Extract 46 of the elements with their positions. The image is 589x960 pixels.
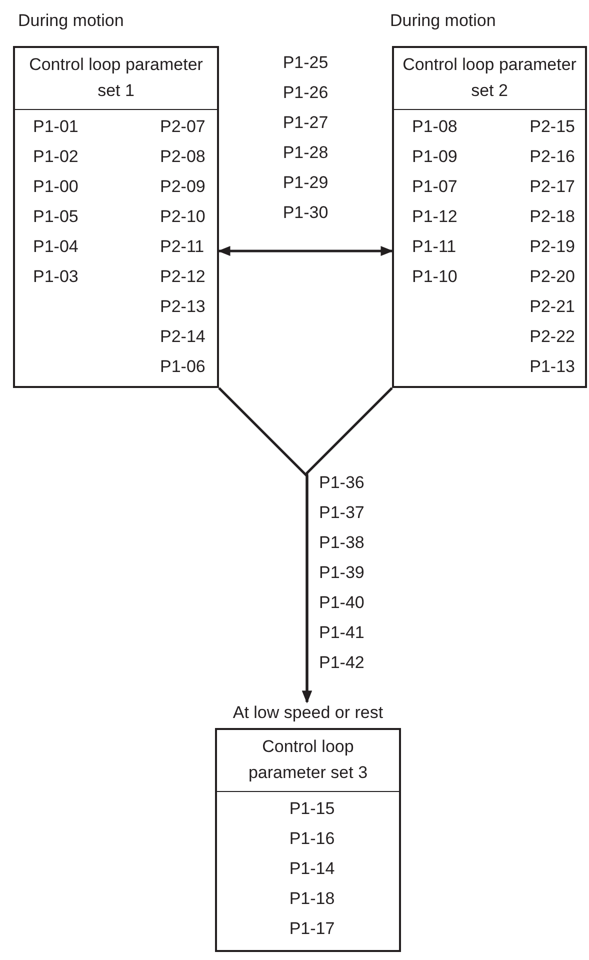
parameter-code: P1-17 (288, 918, 336, 940)
parameter-code: P2-09 (159, 176, 206, 198)
parameter-code: P1-00 (33, 176, 80, 198)
connector-arrow (302, 387, 393, 704)
parameter-code: P2-20 (528, 266, 575, 288)
node-caption: During motion (390, 10, 496, 32)
parameter-code: P2-17 (528, 176, 575, 198)
parameter-set-box (392, 46, 587, 388)
parameter-code: P1-18 (288, 888, 336, 910)
parameter-code: P2-22 (528, 326, 575, 348)
parameter-code: P1-03 (33, 266, 80, 288)
connector-arrow (218, 246, 394, 256)
parameter-code: P1-14 (288, 858, 336, 880)
parameter-code: P2-08 (159, 146, 206, 168)
parameter-code: P2-13 (159, 296, 206, 318)
parameter-code: P1-01 (33, 116, 80, 138)
parameter-code: P2-21 (528, 296, 575, 318)
parameter-code: P1-16 (288, 828, 336, 850)
parameter-code: P1-04 (33, 236, 80, 258)
node-caption: During motion (18, 10, 124, 32)
parameter-code: P2-12 (159, 266, 206, 288)
parameter-set-box (13, 46, 219, 388)
parameter-code: P1-07 (412, 176, 458, 198)
parameter-code: P2-16 (528, 146, 575, 168)
parameter-code: P1-10 (412, 266, 458, 288)
parameter-code: P2-07 (159, 116, 206, 138)
box-heading: Control loop parameter set 2 (394, 48, 585, 110)
parameter-code: P1-08 (412, 116, 458, 138)
parameter-code: P1-12 (412, 206, 458, 228)
parameter-code: P2-14 (159, 326, 206, 348)
parameter-code: P2-11 (159, 236, 206, 258)
parameter-code: P1-06 (159, 356, 206, 378)
node-caption: At low speed or rest (232, 702, 384, 724)
box-heading: Control loop parameter set 1 (15, 48, 217, 110)
parameter-code: P1-13 (528, 356, 575, 378)
parameter-code: P1-15 (288, 798, 336, 820)
parameter-code: P1-02 (33, 146, 80, 168)
parameter-code: P1-11 (412, 236, 458, 258)
parameter-code: P2-18 (528, 206, 575, 228)
parameter-set-box (215, 728, 401, 952)
parameter-code: P1-09 (412, 146, 458, 168)
parameter-code: P2-15 (528, 116, 575, 138)
box-heading: Control loop parameter set 3 (217, 730, 399, 792)
parameter-code: P2-19 (528, 236, 575, 258)
parameter-code: P1-05 (33, 206, 80, 228)
parameter-code: P2-10 (159, 206, 206, 228)
